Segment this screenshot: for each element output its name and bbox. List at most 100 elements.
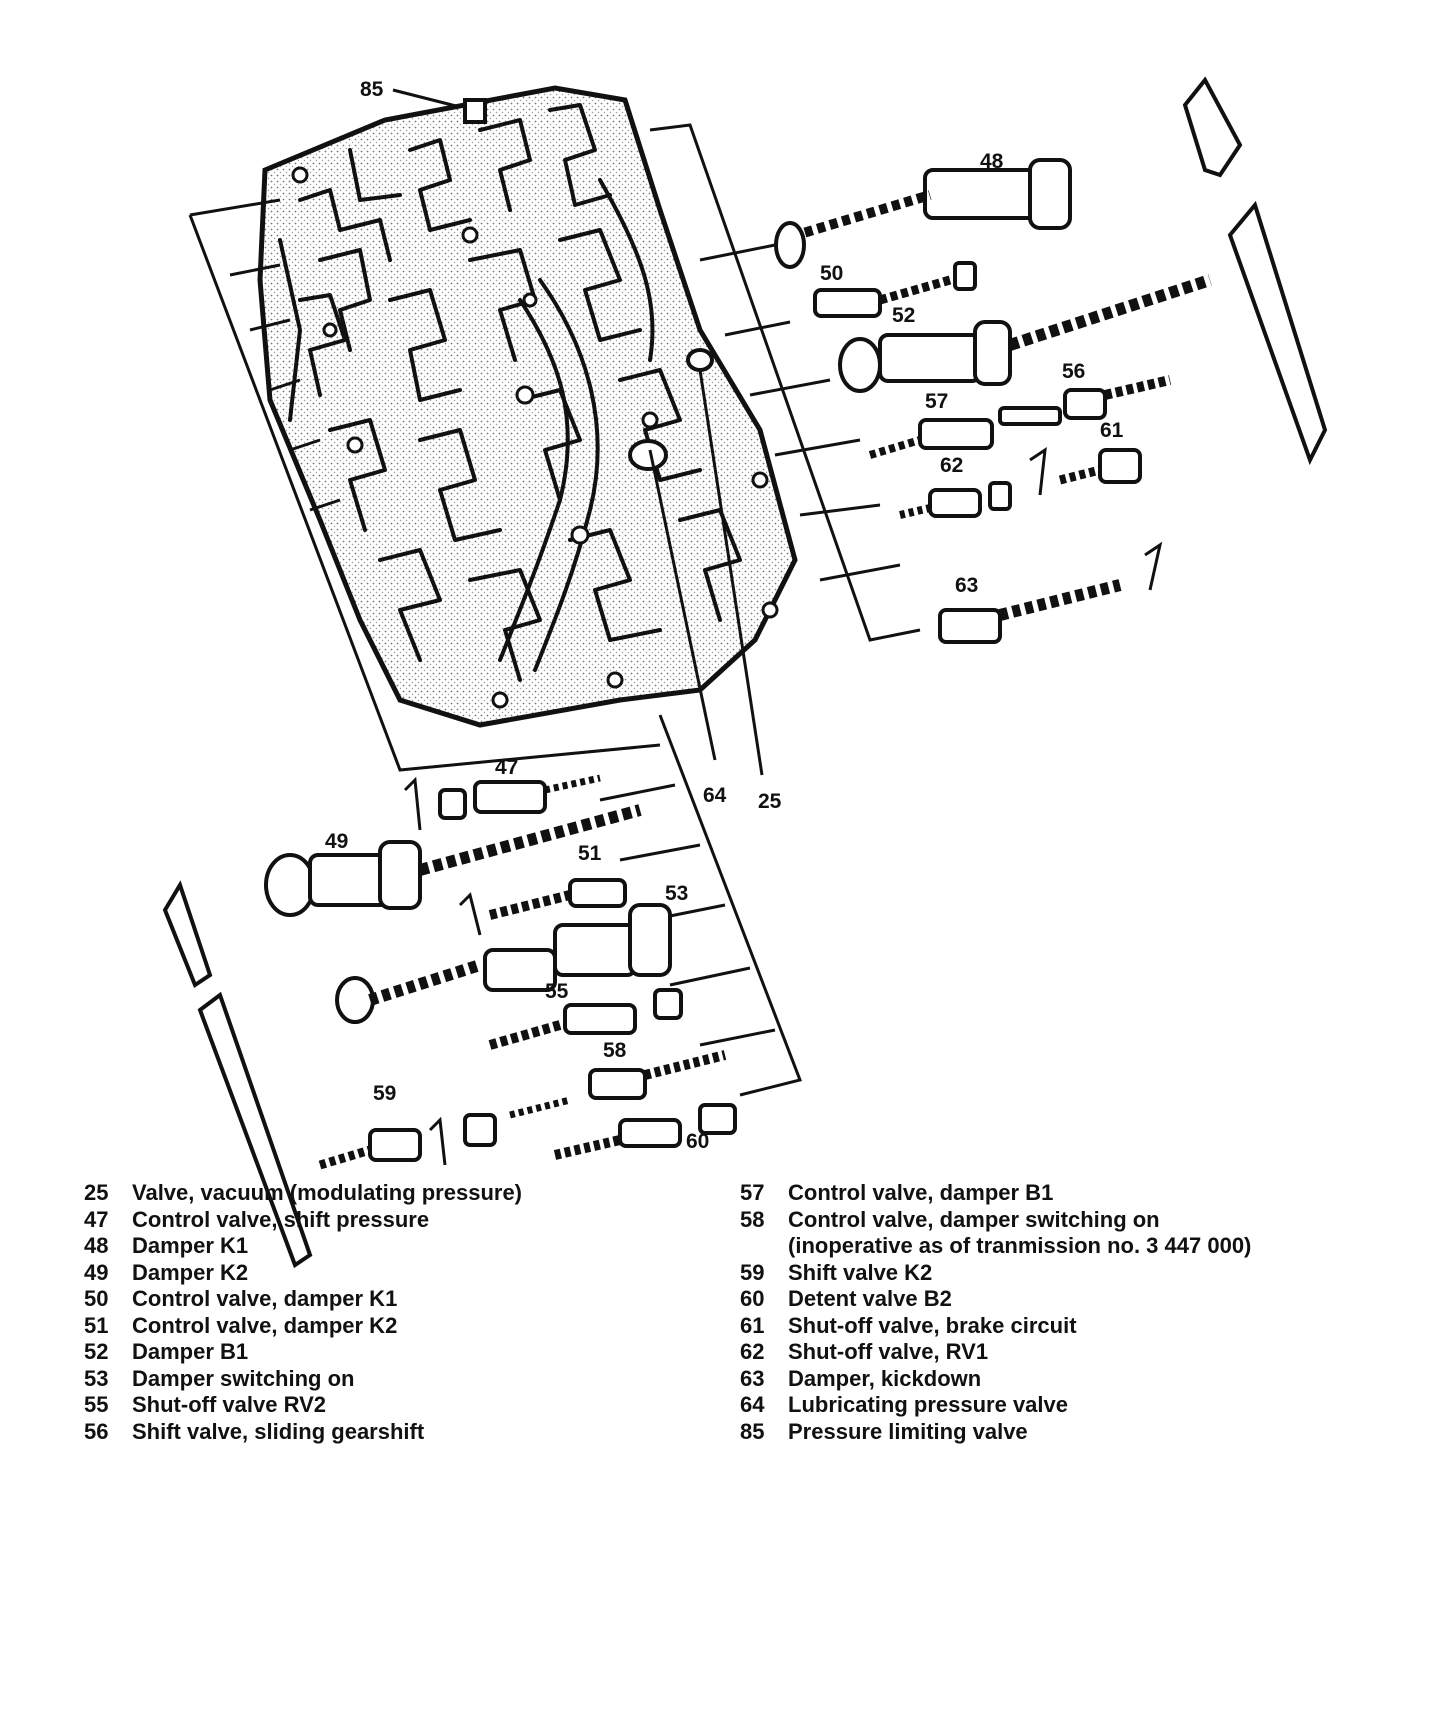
part-63-damper-kickdown xyxy=(938,541,1163,644)
legend-item: 63 Damper, kickdown xyxy=(740,1366,1400,1393)
callout-56: 56 xyxy=(1062,360,1085,383)
callout-63: 63 xyxy=(955,574,978,597)
legend-description: Shut-off valve RV2 xyxy=(132,1392,326,1417)
part-48-damper-k1 xyxy=(774,158,1072,269)
separator-plates-right xyxy=(1182,76,1328,466)
legend-description: Control valve, damper switching on xyxy=(788,1206,1160,1232)
leader-lines xyxy=(392,88,764,776)
separator-plates-left xyxy=(162,880,313,1269)
part-47-control-valve-shift xyxy=(403,774,601,831)
valve-25-bore xyxy=(628,439,668,471)
callout-labels: 85 48 50 52 56 57 61 62 63 47 64 25 49 5… xyxy=(325,78,1124,1153)
legend-description: Lubricating pressure valve xyxy=(788,1392,1068,1417)
legend-description: Shut-off valve, brake circuit xyxy=(788,1312,1077,1338)
part-56-shift-valve-sliding xyxy=(1063,375,1172,420)
callout-85: 85 xyxy=(360,78,384,101)
callout-49: 49 xyxy=(325,830,348,853)
part-61-shutoff-valve-brake xyxy=(1029,446,1142,496)
legend-item: 55 Shut-off valve RV2 xyxy=(84,1392,704,1419)
legend-description: Control valve, damper K1 xyxy=(132,1286,398,1311)
legend-number: 60 xyxy=(740,1286,765,1311)
valve-parts-right xyxy=(774,158,1212,644)
callout-62: 62 xyxy=(940,454,963,477)
part-60-detent-valve-b2 xyxy=(553,1103,737,1160)
legend-number: 48 xyxy=(84,1233,109,1258)
legend-item-continuation: (inoperative as of tranmission no. 3 447… xyxy=(740,1233,1400,1260)
legend-item: 59 Shift valve K2 xyxy=(740,1260,1400,1287)
legend-description: Control valve, damper K2 xyxy=(132,1312,398,1338)
legend-description: Damper K1 xyxy=(132,1233,249,1258)
legend-number: 62 xyxy=(740,1339,765,1364)
legend-description: Shut-off valve, RV1 xyxy=(788,1339,989,1364)
callout-51: 51 xyxy=(578,842,602,865)
legend-number: 57 xyxy=(740,1180,765,1205)
valve-body-exploded-diagram: 85 48 50 52 56 57 61 62 63 47 64 25 49 5… xyxy=(162,76,1328,1269)
legend-description: Shift valve K2 xyxy=(788,1259,933,1285)
legend-description: (inoperative as of tranmission no. 3 447… xyxy=(788,1233,1252,1258)
legend-left-column: 25 Valve, vacuum (modulating pressure) 47… xyxy=(84,1180,704,1445)
legend-item: 25 Valve, vacuum (modulating pressure) xyxy=(84,1180,704,1207)
legend-description: Detent valve B2 xyxy=(788,1286,952,1311)
part-55-shutoff-valve-rv2 xyxy=(488,988,683,1050)
legend-number: 50 xyxy=(84,1286,109,1311)
callout-61: 61 xyxy=(1100,419,1124,442)
part-62-shutoff-valve-rv1 xyxy=(899,481,1012,519)
legend-number: 53 xyxy=(84,1365,109,1391)
legend-number: 25 xyxy=(84,1180,109,1205)
legend-item: 47 Control valve, shift pressure xyxy=(84,1207,704,1234)
legend-item: 85 Pressure limiting valve xyxy=(740,1419,1400,1446)
legend-description: Damper B1 xyxy=(132,1339,249,1364)
callout-60: 60 xyxy=(686,1130,709,1153)
legend-item: 52 Damper B1 xyxy=(84,1339,704,1366)
part-57-control-valve-damper-b1 xyxy=(868,406,1062,459)
legend-number xyxy=(740,1233,788,1260)
legend-number: 85 xyxy=(740,1418,765,1444)
callout-50: 50 xyxy=(820,262,843,285)
callout-52: 52 xyxy=(892,304,915,327)
callout-25: 25 xyxy=(758,790,782,813)
legend-item: 53 Damper switching on xyxy=(84,1366,704,1393)
part-53-damper-switching-on xyxy=(335,903,672,1024)
legend-number: 58 xyxy=(740,1206,765,1232)
callout-57: 57 xyxy=(925,390,948,413)
part-49-damper-k2 xyxy=(264,804,642,917)
legend-description: Damper, kickdown xyxy=(788,1365,982,1391)
legend-number: 51 xyxy=(84,1312,109,1338)
legend-number: 47 xyxy=(84,1206,109,1232)
legend-item: 62 Shut-off valve, RV1 xyxy=(740,1339,1400,1366)
legend-item: 48 Damper K1 xyxy=(84,1233,704,1260)
legend-description: Valve, vacuum (modulating pressure) xyxy=(132,1180,523,1205)
legend-number: 63 xyxy=(740,1365,765,1391)
callout-47: 47 xyxy=(495,756,518,779)
legend-item: 50 Control valve, damper K1 xyxy=(84,1286,704,1313)
valve-85-stub xyxy=(463,98,487,124)
legend-description: Control valve, shift pressure xyxy=(132,1206,430,1232)
legend-number: 56 xyxy=(84,1418,109,1444)
legend-item: 57 Control valve, damper B1 xyxy=(740,1180,1400,1207)
callout-53: 53 xyxy=(665,882,688,905)
legend-description: Control valve, damper B1 xyxy=(788,1180,1054,1205)
valve-parts-lower xyxy=(264,774,737,1170)
valve-body-plate xyxy=(257,85,798,728)
part-52-damper-b1 xyxy=(838,274,1212,393)
part-50-control-valve-damper-k1 xyxy=(813,261,977,318)
part-58-control-valve-damper xyxy=(588,1050,727,1100)
legend-description: Damper switching on xyxy=(132,1365,355,1391)
legend-right-column: 57 Control valve, damper B1 58 Control val… xyxy=(740,1180,1400,1445)
callout-59: 59 xyxy=(373,1082,396,1105)
legend-number: 55 xyxy=(84,1392,109,1417)
legend-item: 56 Shift valve, sliding gearshift xyxy=(84,1419,704,1446)
callout-55: 55 xyxy=(545,980,569,1003)
legend-description: Shift valve, sliding gearshift xyxy=(132,1418,425,1444)
legend-description: Pressure limiting valve xyxy=(788,1418,1028,1444)
part-59-shift-valve-k2 xyxy=(318,1096,571,1170)
callout-48: 48 xyxy=(980,150,1004,173)
bracket-lines-lower xyxy=(599,714,803,1097)
callout-58: 58 xyxy=(603,1039,627,1062)
legend-number: 52 xyxy=(84,1339,109,1364)
legend-number: 61 xyxy=(740,1312,765,1338)
legend-description: Damper K2 xyxy=(132,1259,249,1285)
legend-number: 59 xyxy=(740,1259,765,1285)
